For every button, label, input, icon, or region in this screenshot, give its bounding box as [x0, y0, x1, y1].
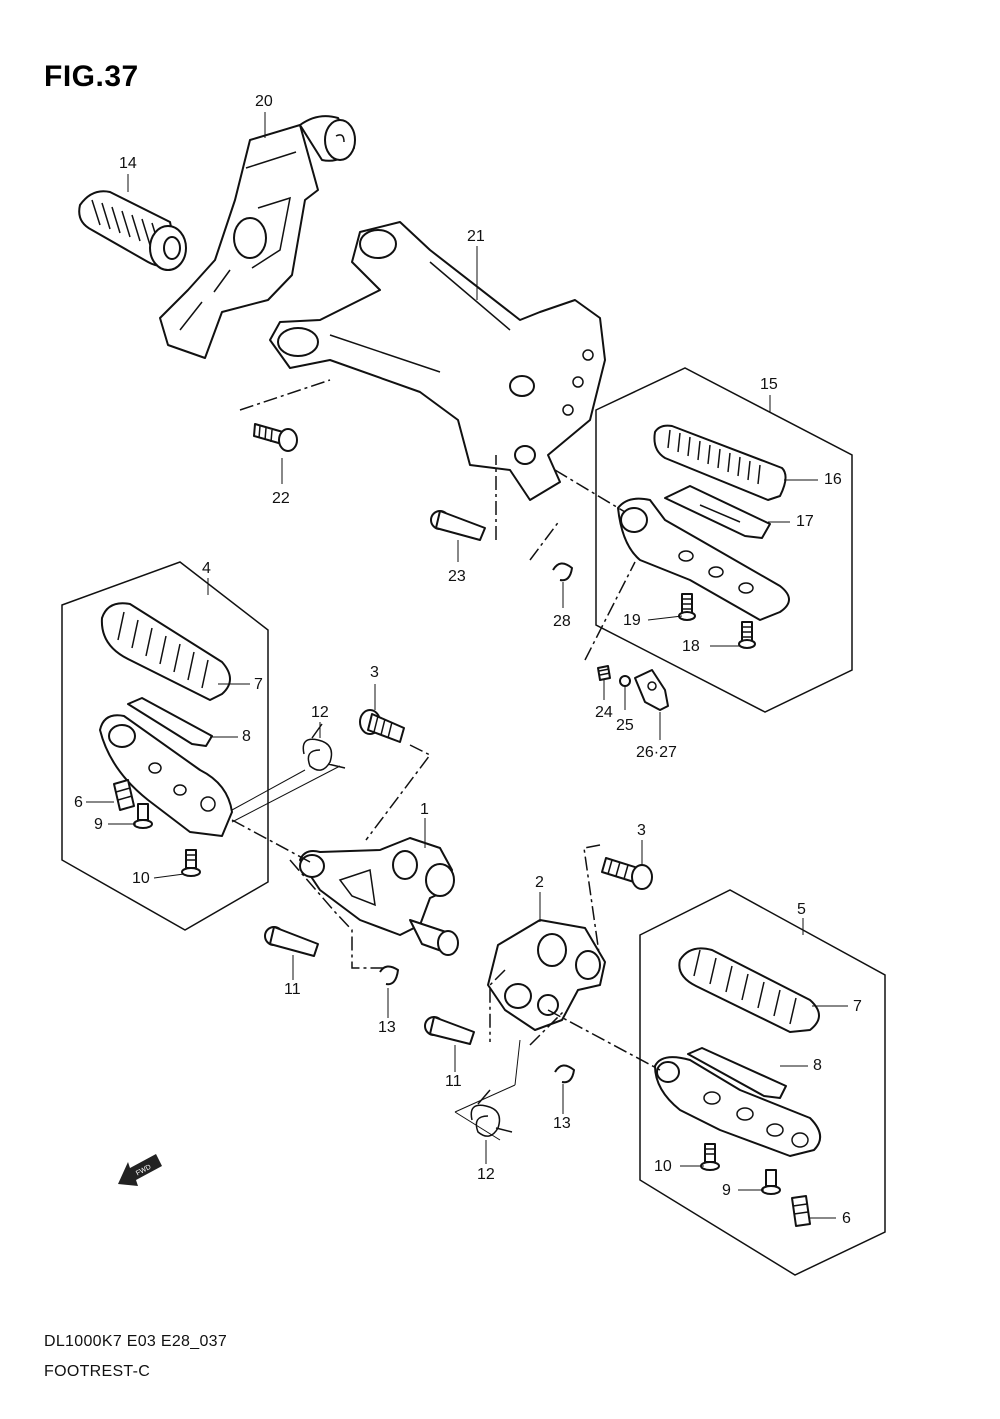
part-8-plate-right — [687, 1047, 787, 1099]
callout-8-right: 8 — [813, 1057, 822, 1074]
part-24-spring — [597, 665, 611, 681]
part-28-clip — [552, 562, 573, 582]
callout-19: 19 — [623, 612, 641, 629]
callout-20: 20 — [255, 93, 273, 110]
callout-28: 28 — [553, 613, 571, 630]
callout-7-left: 7 — [254, 676, 263, 693]
part-3-bolt-lower — [601, 857, 653, 890]
callout-3-upper: 3 — [370, 664, 379, 681]
part-14-rear-footrest — [78, 190, 187, 271]
callout-leaders — [86, 112, 848, 1219]
part-2-front-bracket-right — [487, 919, 606, 1031]
callout-9-right: 9 — [722, 1182, 731, 1199]
callout-8-left: 8 — [242, 728, 251, 745]
part-9-screw-left — [133, 803, 153, 829]
callout-5: 5 — [797, 901, 806, 918]
callout-13-right: 13 — [553, 1115, 571, 1132]
callout-11-left: 11 — [284, 981, 301, 998]
figure-code: DL1000K7 E03 E28_037 — [44, 1333, 228, 1350]
part-19-screw — [678, 593, 696, 621]
part-16-footrest-rubber — [653, 424, 787, 501]
part-17-plate — [664, 485, 771, 539]
part-22-bolt — [253, 423, 298, 452]
footrest-body-4 — [99, 714, 233, 837]
callout-12-lower: 12 — [477, 1166, 495, 1183]
callout-24: 24 — [595, 704, 613, 721]
part-10-screw-left — [181, 849, 201, 877]
part-18-screw — [738, 621, 756, 649]
callout-6-left: 6 — [74, 794, 83, 811]
part-7-footrest-rubber-left — [100, 602, 231, 701]
part-6-bolt-right — [791, 1195, 811, 1227]
part-6-bolt-left — [113, 779, 135, 811]
kit-box-5 — [639, 889, 886, 1276]
part-13-clip-right — [554, 1064, 575, 1084]
part-11-pin-right — [424, 1016, 475, 1045]
fwd-arrow-icon: FWD — [118, 1154, 162, 1186]
callout-10-left: 10 — [132, 870, 150, 887]
figure-name: FOOTREST-C — [44, 1363, 151, 1380]
part-8-plate-left — [127, 697, 213, 747]
part-25-ball — [619, 675, 631, 687]
part-23-pin — [430, 510, 486, 541]
part-12-spring-lower — [470, 1089, 513, 1137]
callout-12-upper: 12 — [311, 704, 329, 721]
footrest-body-5 — [654, 1056, 821, 1157]
part-13-clip-left — [379, 965, 399, 986]
part-7-footrest-rubber-right — [678, 947, 820, 1033]
part-3-bolt-upper — [359, 709, 405, 743]
part-12-spring-upper — [302, 723, 346, 771]
callout-23: 23 — [448, 568, 466, 585]
callout-17: 17 — [796, 513, 814, 530]
part-20-rear-footrest-bracket — [159, 115, 356, 359]
callout-13-left: 13 — [378, 1019, 396, 1036]
callout-22: 22 — [272, 490, 290, 507]
figure-title: FIG.37 — [44, 60, 139, 93]
kit-box-15 — [595, 367, 853, 713]
footrest-body-15 — [617, 497, 790, 621]
callout-3-lower: 3 — [637, 822, 646, 839]
part-10-screw-right — [700, 1143, 720, 1171]
callout-9-left: 9 — [94, 816, 103, 833]
kit-box-4 — [61, 561, 269, 931]
part-9-screw-right — [761, 1169, 781, 1195]
callout-26-27: 26·27 — [636, 744, 677, 761]
callout-7-right: 7 — [853, 998, 862, 1015]
callout-15: 15 — [760, 376, 778, 393]
callout-2: 2 — [535, 874, 544, 891]
callout-10-right: 10 — [654, 1158, 672, 1175]
callout-11-right: 11 — [445, 1073, 462, 1090]
part-26-27-plate — [634, 669, 669, 711]
part-11-pin-left — [264, 926, 319, 957]
part-1-front-bracket-left — [299, 837, 459, 956]
callout-4: 4 — [202, 560, 211, 577]
callout-14: 14 — [119, 155, 137, 172]
callout-21: 21 — [467, 228, 485, 245]
part-21-footrest-bracket — [269, 221, 606, 501]
callout-16: 16 — [824, 471, 842, 488]
callout-1: 1 — [420, 801, 429, 818]
callout-25: 25 — [616, 717, 634, 734]
callout-18: 18 — [682, 638, 700, 655]
callout-6-right: 6 — [842, 1210, 851, 1227]
